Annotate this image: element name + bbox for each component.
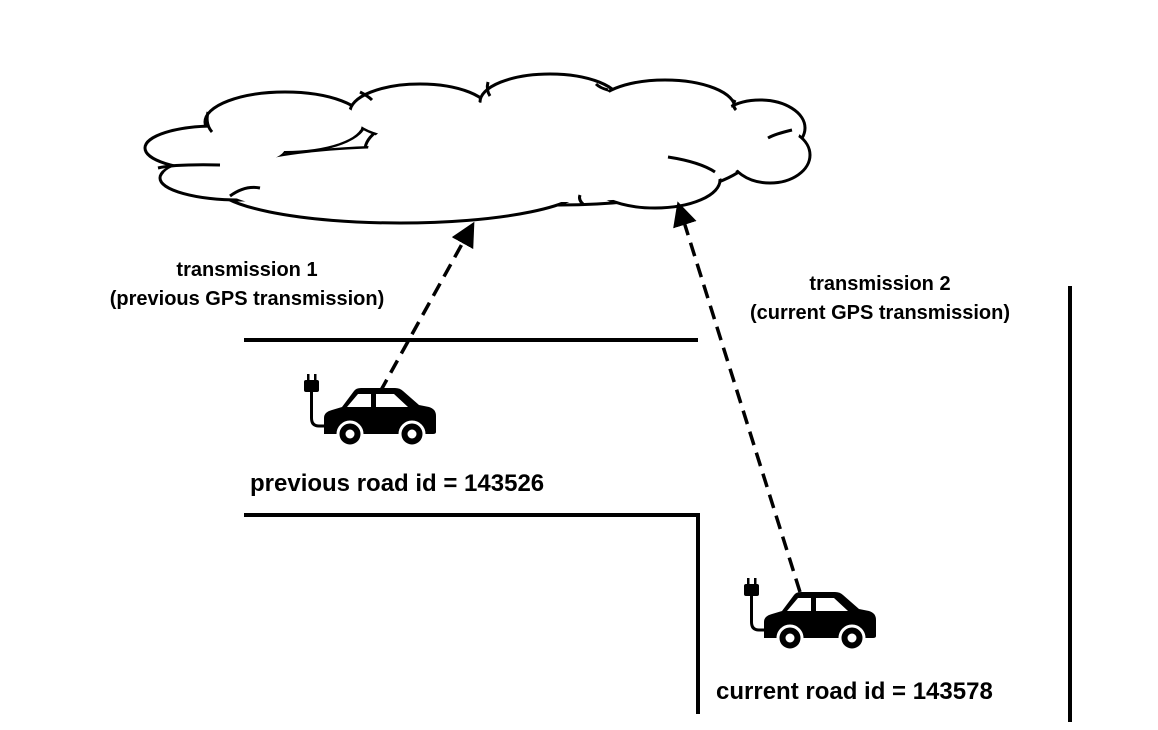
previous-road [244, 338, 700, 714]
transmission-2-title: transmission 2 [809, 273, 950, 295]
electric-car-icon [302, 372, 438, 448]
current-car [742, 576, 878, 652]
transmission-2-arrow [673, 201, 802, 593]
previous-road-bottom-edge [244, 513, 700, 714]
transmission-1-arrow [378, 221, 475, 393]
transmission-1-subtitle: (previous GPS transmission) [110, 288, 385, 310]
current-road-label: current road id = 143578 [716, 678, 993, 705]
transmission-1-title: transmission 1 [176, 259, 317, 281]
previous-road-label: previous road id = 143526 [250, 470, 544, 497]
previous-car [302, 372, 438, 448]
cloud-icon [143, 72, 812, 225]
electric-car-icon [742, 576, 878, 652]
transmission-2-subtitle: (current GPS transmission) [750, 302, 1010, 324]
